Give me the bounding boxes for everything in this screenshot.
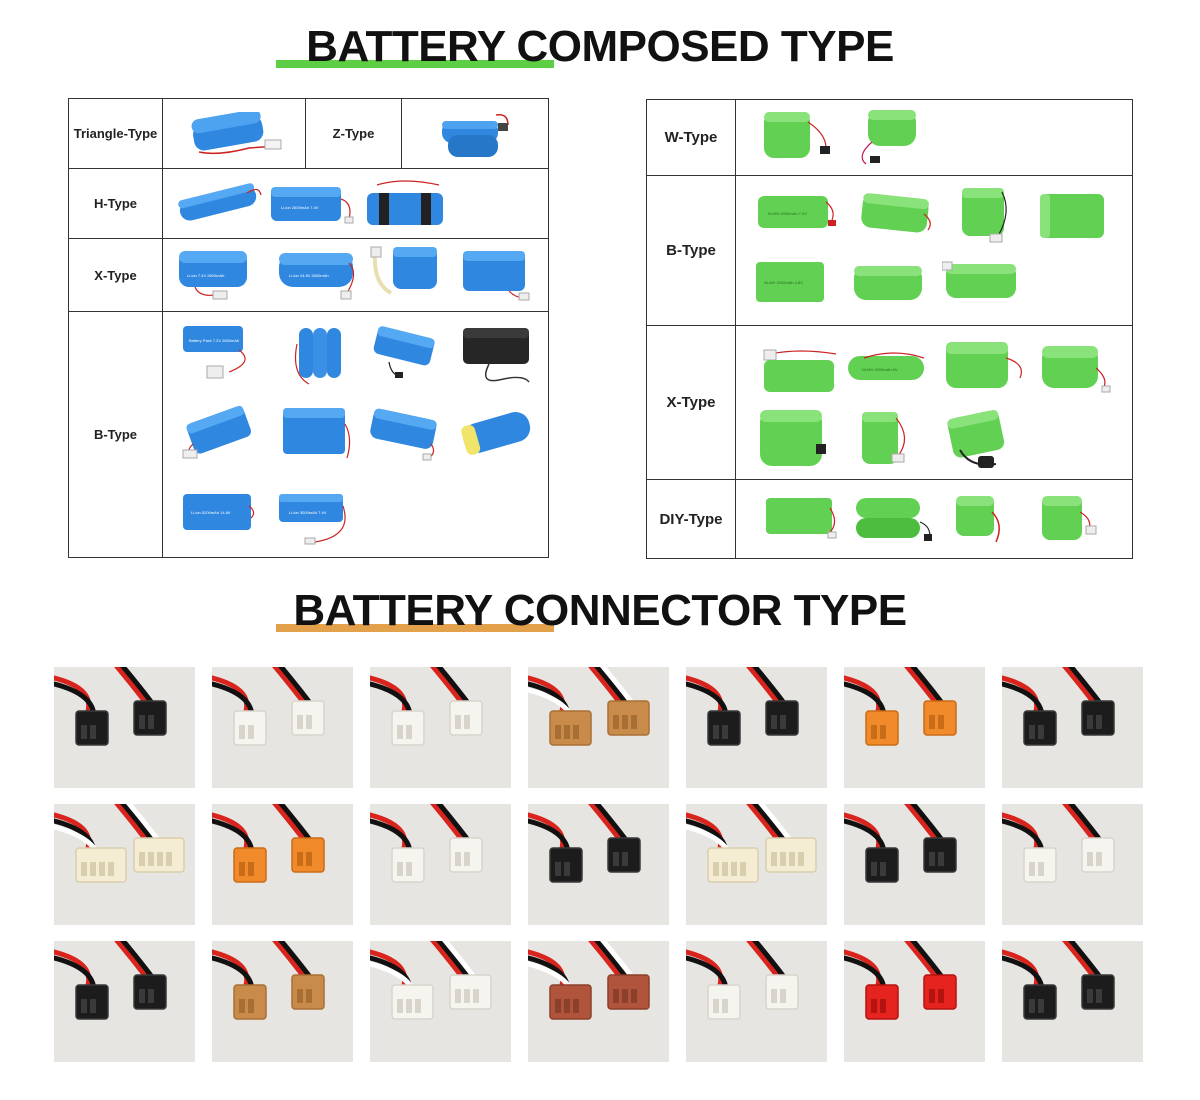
pack-label: Ni-MH 2000mAh 4.8V: [764, 280, 803, 285]
connector-image-white-2pin-d: [1002, 804, 1143, 925]
row-label-b-right: B-Type: [646, 175, 736, 326]
battery-pack-image: Li-ion 2600mAh 7.4V: [269, 179, 355, 227]
battery-pack-image: [369, 326, 439, 382]
battery-pack-image: [950, 490, 1020, 550]
connector-image-tan-3pin: [528, 667, 669, 788]
connector-grid: [54, 667, 1144, 1063]
pack-label: Li-ion 7.4V 2600mAh: [187, 273, 224, 278]
connector-image-white-2pin: [212, 667, 353, 788]
b-type-nimh-images: Ni-MH 2000mAh 7.2V: [735, 175, 1133, 326]
row-label-x: X-Type: [68, 238, 163, 312]
battery-pack-image: [438, 107, 512, 162]
triangle-type-image: [162, 98, 306, 169]
battery-pack-image: [189, 112, 289, 157]
connector-image-tan-2pin: [212, 941, 353, 1062]
battery-pack-image: [854, 188, 940, 242]
connector-image-orange-2pin: [844, 667, 985, 788]
battery-pack-image: [455, 408, 537, 466]
battery-pack-image: Ni-MH 2000mAh 4.8V: [752, 258, 832, 308]
connector-image-white-3pin: [370, 941, 511, 1062]
row-label-z: Z-Type: [305, 98, 402, 169]
connector-image-black-2pin-d: [528, 804, 669, 925]
orange-underline: [276, 624, 554, 632]
battery-pack-image: [459, 247, 535, 303]
battery-pack-image: [459, 324, 539, 390]
h-type-images: Li-ion 2600mAh 7.4V: [162, 168, 549, 239]
battery-pack-image: [756, 406, 832, 472]
connector-image-red-2pin: [844, 941, 985, 1062]
connector-image-black-2pin: [54, 667, 195, 788]
connector-type-title: BATTERY CONNECTOR TYPE: [293, 586, 907, 635]
connector-image-orange-2pin-b: [212, 804, 353, 925]
connector-image-black-2pin-f: [54, 941, 195, 1062]
battery-pack-image: Ni-MH 2000mAh 7.2V: [754, 190, 838, 240]
x-type-nimh-images: Ni-MH 2000mAh 6V: [735, 325, 1133, 480]
battery-pack-image: Ni-MH 2000mAh 6V: [844, 348, 934, 388]
battery-pack-image: [363, 406, 443, 464]
connector-image-white-2pin-c: [370, 804, 511, 925]
battery-pack-image: [289, 324, 349, 390]
battery-pack-image: [940, 406, 1016, 472]
battery-pack-image: [367, 243, 443, 305]
battery-pack-image: [1036, 490, 1108, 550]
battery-pack-image: [858, 408, 922, 470]
green-underline: [276, 60, 554, 68]
row-label-x-right: X-Type: [646, 325, 736, 480]
connector-image-cream-4pin: [54, 804, 195, 925]
battery-pack-image: [175, 181, 265, 227]
connector-image-black-2pin-e: [844, 804, 985, 925]
pack-label: Battery Pack 7.2V 2600mAh: [189, 338, 239, 343]
nimh-pack-table: W-Type: [646, 99, 1133, 559]
battery-pack-image: [279, 404, 355, 464]
row-label-diy: DIY-Type: [646, 479, 736, 559]
w-type-images: [735, 99, 1133, 176]
battery-pack-image: [760, 344, 840, 398]
pack-label: Ni-MH 2000mAh 6V: [862, 367, 898, 372]
connector-image-black-2pin-c: [1002, 667, 1143, 788]
composed-type-title: BATTERY COMPOSED TYPE: [306, 22, 894, 71]
pack-label: Li-ion 2600mAh 7.4V: [281, 205, 319, 210]
connector-image-black-2pin-g: [1002, 941, 1143, 1062]
z-type-image: [401, 98, 549, 169]
diy-type-images: [735, 479, 1133, 559]
connector-image-white-2pin-b: [370, 667, 511, 788]
battery-pack-image: [852, 492, 936, 548]
b-type-images: Battery Pack 7.2V 2600mAh: [162, 311, 549, 558]
battery-pack-image: [942, 338, 1028, 398]
row-label-w: W-Type: [646, 99, 736, 176]
connector-image-brown-3pin: [528, 941, 669, 1062]
connector-image-white-2pin-e: [686, 941, 827, 1062]
battery-pack-image: Li-ion 14.8V 2600mAh: [273, 243, 359, 305]
row-label-triangle: Triangle-Type: [68, 98, 163, 169]
x-type-images: Li-ion 7.4V 2600mAh Li-ion 14.8V 2600mAh: [162, 238, 549, 312]
pack-label: Ni-MH 2000mAh 7.2V: [768, 211, 807, 216]
li-ion-pack-table: Triangle-Type Z-Type: [68, 98, 549, 558]
pack-label: Li-ion 3000mAh 7.4V: [289, 510, 327, 515]
battery-pack-image: [760, 108, 836, 168]
battery-pack-image: Li-ion 5200mAh 14.8V: [179, 488, 259, 538]
battery-pack-image: Battery Pack 7.2V 2600mAh: [179, 322, 255, 386]
battery-pack-image: [762, 494, 842, 544]
pack-label: Li-ion 14.8V 2600mAh: [289, 273, 329, 278]
battery-pack-image: [1036, 340, 1116, 398]
battery-pack-image: Li-ion 7.4V 2600mAh: [175, 245, 261, 305]
connector-type-heading: BATTERY CONNECTOR TYPE: [0, 586, 1200, 636]
connector-image-black-2pin-b: [686, 667, 827, 788]
connector-image-cream-4pin-b: [686, 804, 827, 925]
pack-label: Li-ion 5200mAh 14.8V: [191, 510, 231, 515]
row-label-h: H-Type: [68, 168, 163, 239]
battery-pack-image: [852, 106, 922, 170]
composed-type-heading: BATTERY COMPOSED TYPE: [0, 22, 1200, 72]
battery-pack-image: [179, 404, 259, 464]
battery-pack-image: [1036, 190, 1112, 244]
row-label-b: B-Type: [68, 311, 163, 558]
battery-pack-image: [954, 182, 1024, 246]
battery-pack-image: [363, 175, 449, 231]
battery-pack-image: Li-ion 3000mAh 7.4V: [275, 490, 355, 550]
battery-pack-image: [850, 262, 930, 306]
battery-pack-image: [942, 260, 1024, 308]
